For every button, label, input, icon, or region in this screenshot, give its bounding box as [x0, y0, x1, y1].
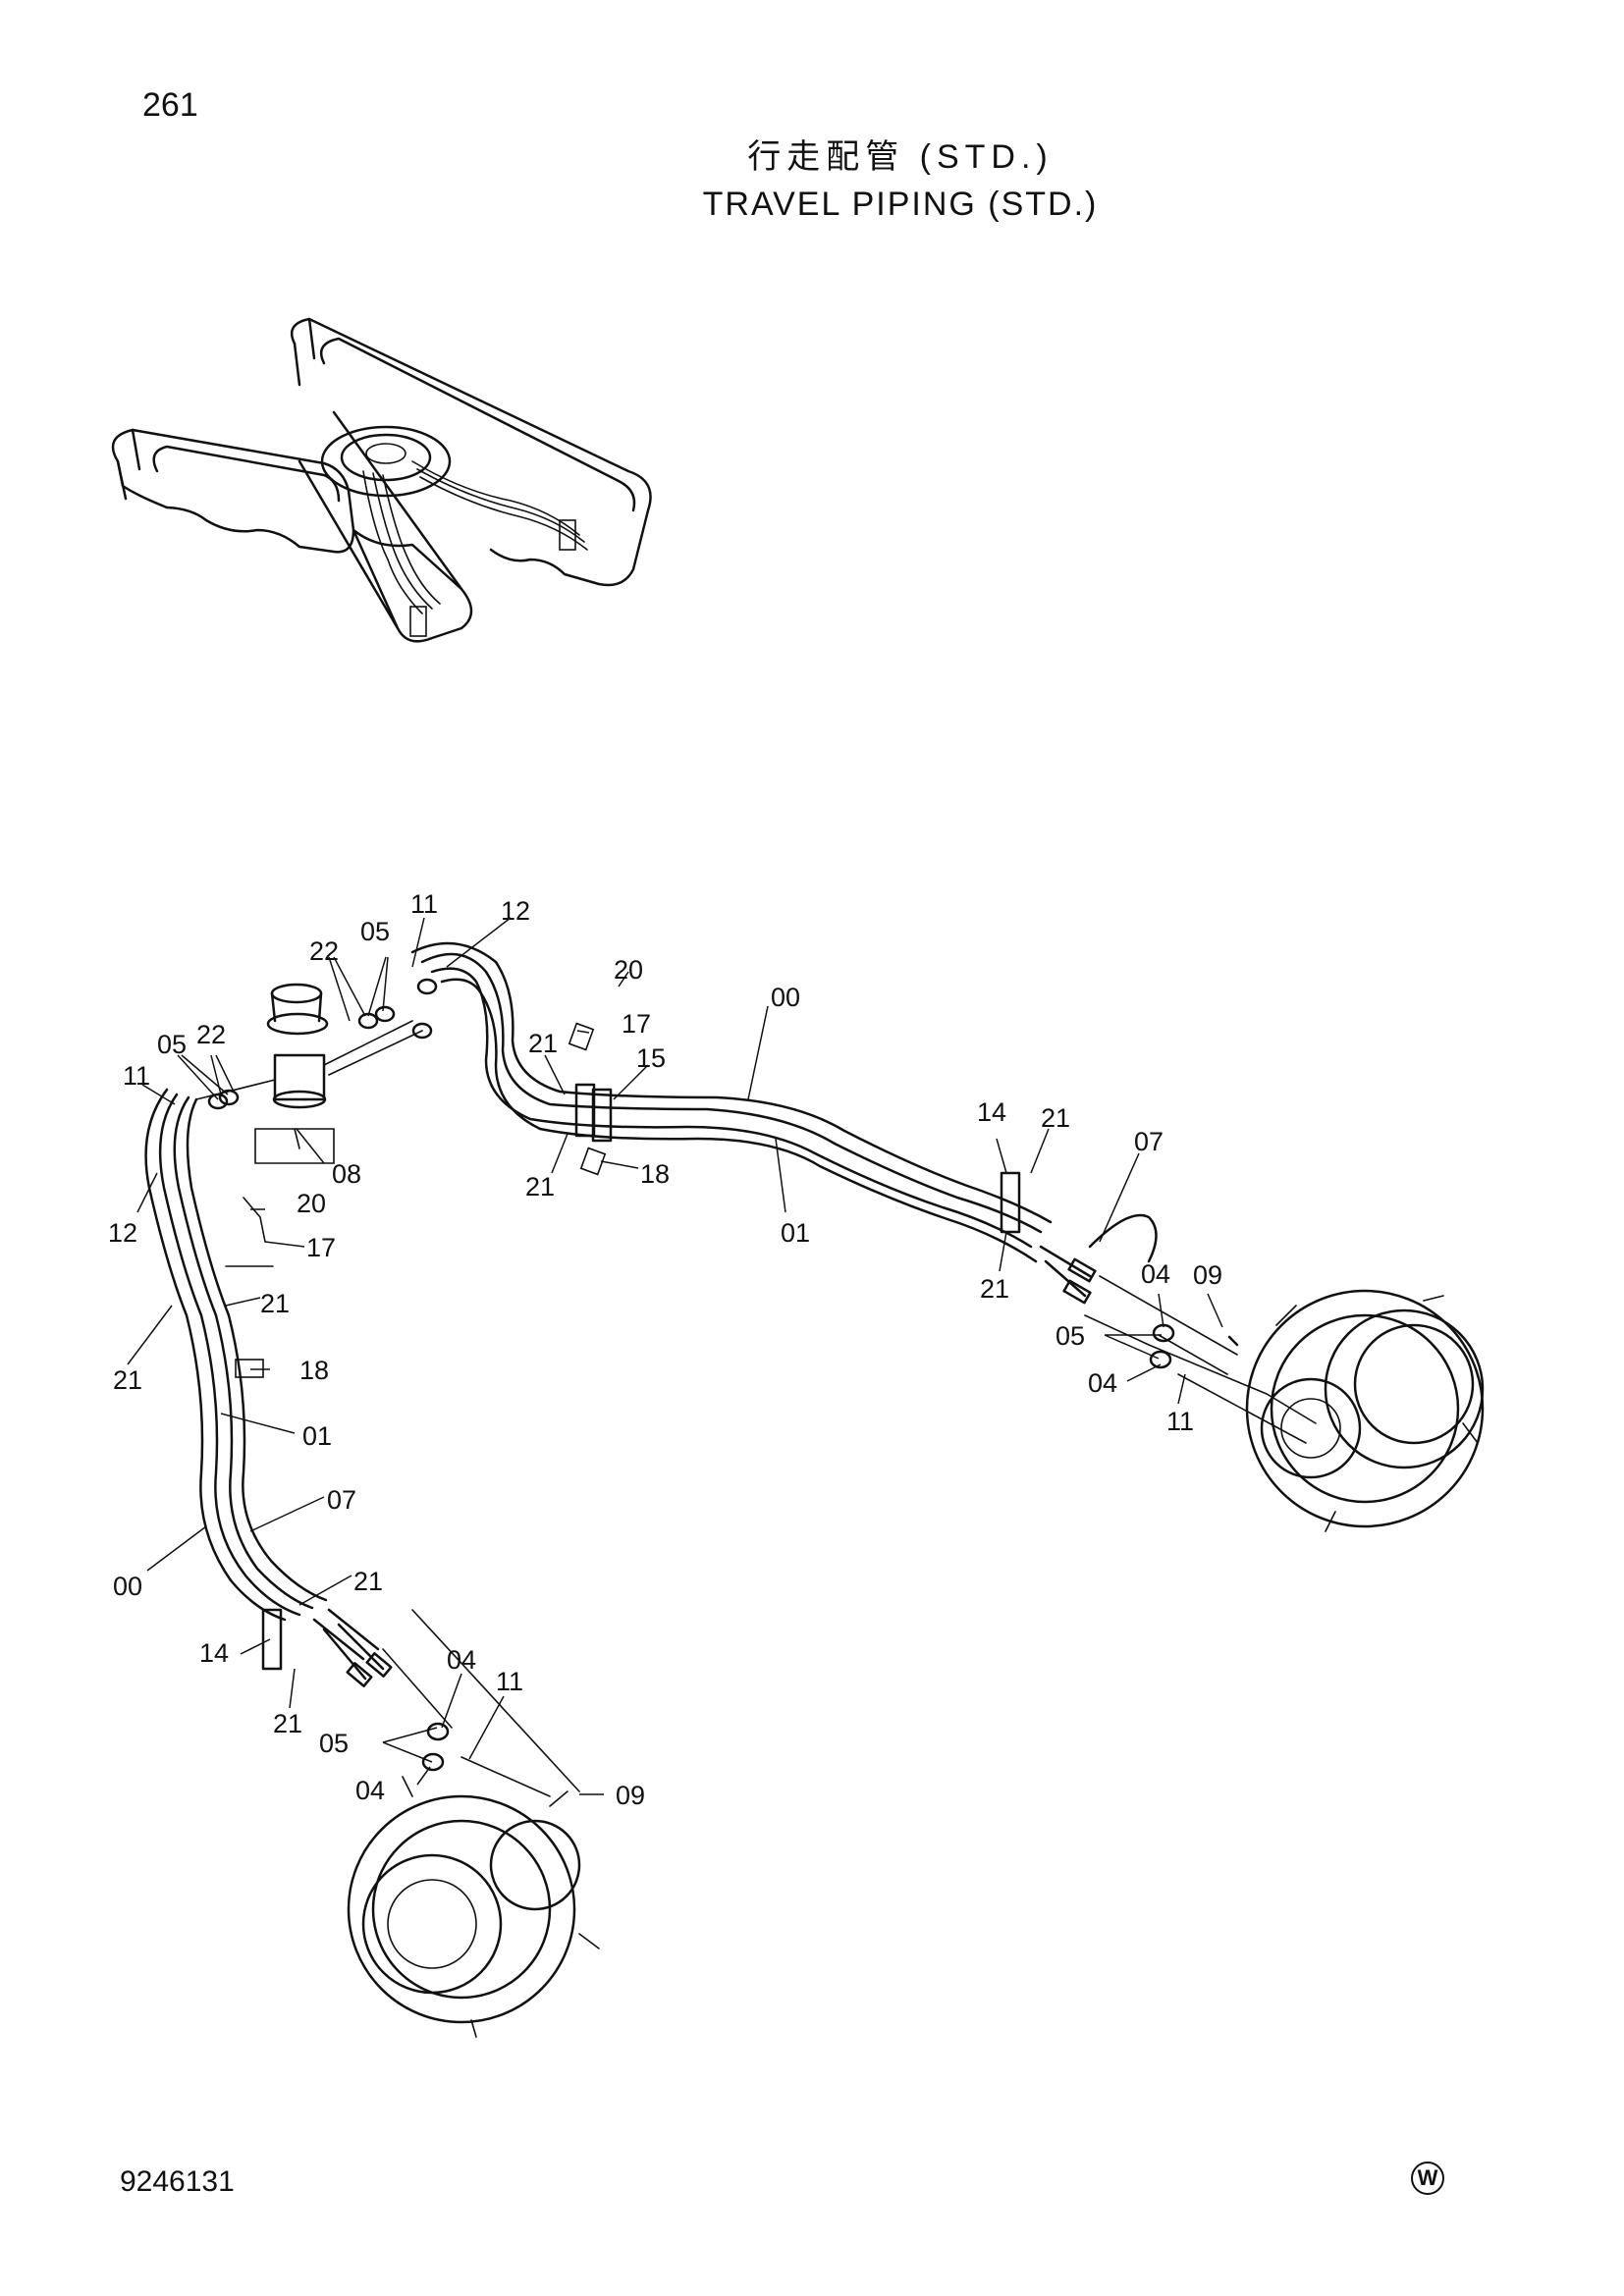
travel-piping — [144, 941, 1317, 1797]
callout-00: 00 — [113, 1572, 142, 1601]
w-mark-icon: W — [1411, 2162, 1444, 2195]
callout-01: 01 — [302, 1421, 332, 1451]
callout-11: 11 — [123, 1061, 150, 1091]
callout-11: 11 — [1166, 1407, 1194, 1436]
callout-04: 04 — [355, 1776, 385, 1805]
callout-21: 21 — [273, 1709, 302, 1738]
callout-07: 07 — [1134, 1127, 1164, 1156]
callout-04: 04 — [1141, 1259, 1170, 1289]
callout-14: 14 — [977, 1097, 1006, 1127]
document-code: 9246131 — [120, 2165, 235, 2198]
travel-motor-right — [1245, 1289, 1485, 1532]
callout-21: 21 — [525, 1172, 555, 1201]
callout-09: 09 — [1193, 1260, 1222, 1290]
page-title-english: TRAVEL PIPING (STD.) — [702, 186, 1099, 223]
callout-05: 05 — [1056, 1321, 1085, 1351]
travel-motor-left — [347, 1776, 600, 2038]
callout-labels: 11 12 05 22 20 17 00 05 22 11 21 15 08 2… — [108, 889, 1222, 1810]
callout-07: 07 — [327, 1485, 356, 1515]
center-joint — [195, 978, 607, 1378]
title-block: 行走配管 (STD.) TRAVEL PIPING (STD.) — [0, 130, 1624, 224]
callout-05: 05 — [319, 1729, 349, 1758]
callout-12: 12 — [108, 1218, 137, 1248]
callout-05: 05 — [157, 1030, 187, 1059]
callout-21: 21 — [1041, 1103, 1070, 1133]
page-number: 261 — [142, 86, 198, 124]
callout-17: 17 — [622, 1009, 651, 1039]
callout-04: 04 — [447, 1645, 476, 1675]
callout-22: 22 — [309, 936, 339, 966]
callout-21: 21 — [980, 1274, 1009, 1304]
leader-lines — [127, 917, 1223, 1795]
callout-18: 18 — [640, 1159, 670, 1189]
callout-20: 20 — [297, 1189, 326, 1218]
callout-11: 11 — [496, 1667, 523, 1696]
callout-12: 12 — [501, 896, 530, 926]
callout-00: 00 — [771, 983, 800, 1012]
callout-20: 20 — [614, 955, 643, 985]
callout-08: 08 — [332, 1159, 361, 1189]
callout-17: 17 — [306, 1233, 336, 1262]
callout-18: 18 — [299, 1356, 329, 1385]
callout-04: 04 — [1088, 1368, 1117, 1398]
callout-09: 09 — [616, 1781, 645, 1810]
callout-21: 21 — [113, 1365, 142, 1395]
callout-22: 22 — [196, 1020, 226, 1049]
callout-05: 05 — [360, 917, 390, 946]
callout-14: 14 — [199, 1638, 229, 1668]
callout-21: 21 — [528, 1029, 558, 1058]
callout-11: 11 — [410, 889, 438, 919]
callout-21: 21 — [353, 1567, 383, 1596]
callout-21: 21 — [260, 1289, 290, 1318]
callout-01: 01 — [781, 1218, 810, 1248]
callout-15: 15 — [636, 1043, 666, 1073]
undercarriage-overview — [111, 317, 652, 643]
page-title-japanese: 行走配管 (STD.) — [747, 138, 1054, 176]
